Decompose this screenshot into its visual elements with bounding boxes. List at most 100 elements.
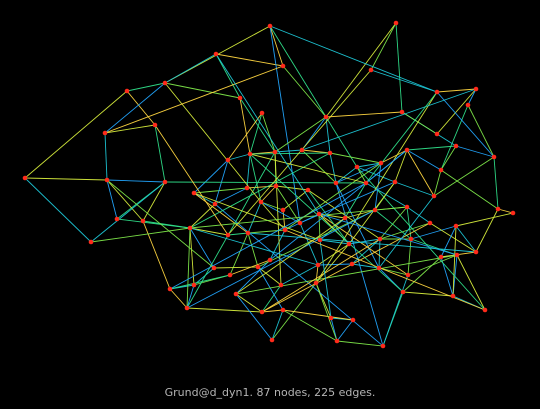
graph-node — [102, 130, 108, 136]
graph-edge — [348, 181, 396, 245]
graph-node — [245, 230, 251, 236]
graph-edge — [227, 232, 249, 236]
graph-edge — [229, 232, 249, 276]
graph-edge — [271, 309, 284, 341]
graph-edge — [169, 274, 231, 290]
graph-edge — [406, 149, 435, 197]
graph-node — [212, 201, 218, 207]
graph-edge — [284, 222, 301, 231]
graph-edge — [186, 227, 191, 309]
graph-node — [187, 225, 193, 231]
graph-node — [327, 150, 333, 156]
graph-edge — [410, 225, 457, 240]
graph-node — [114, 216, 120, 222]
graph-node — [408, 236, 414, 242]
graph-edge — [164, 82, 241, 99]
graph-edge — [344, 182, 367, 219]
graph-node — [453, 223, 459, 229]
graph-node — [427, 220, 433, 226]
graph-edge — [189, 227, 229, 236]
graph-node — [405, 272, 411, 278]
graph-node — [233, 291, 239, 297]
graph-node — [372, 207, 378, 213]
graph-edge — [282, 189, 309, 211]
graph-edge — [189, 152, 331, 229]
graph-node — [438, 167, 444, 173]
graph-edge — [106, 179, 118, 220]
graph-edge — [329, 152, 337, 184]
graph-edge — [215, 53, 284, 67]
graph-edge — [249, 153, 367, 184]
graph-node — [267, 257, 273, 263]
graph-edge — [436, 91, 495, 158]
graph-edge — [269, 25, 327, 118]
graph-edge — [274, 116, 327, 153]
graph-node — [350, 317, 356, 323]
graph-edge — [378, 238, 381, 269]
graph-edge — [455, 212, 514, 227]
graph-node — [482, 307, 488, 313]
graph-edge — [356, 166, 367, 184]
graph-edge — [374, 162, 382, 211]
graph-edge — [164, 82, 262, 203]
graph-edge — [436, 88, 477, 135]
graph-edge — [269, 25, 284, 67]
graph-edge — [315, 282, 338, 342]
graph-edge — [336, 340, 384, 347]
graph-node — [22, 175, 28, 181]
graph-edge — [106, 179, 215, 269]
graph-node — [280, 307, 286, 313]
graph-edge — [90, 227, 191, 243]
graph-edge — [229, 259, 271, 276]
graph-edge — [257, 266, 284, 311]
graph-edge — [395, 22, 403, 113]
graph-node — [162, 179, 168, 185]
graph-edge — [169, 288, 188, 309]
graph-node — [191, 282, 197, 288]
graph-edge — [164, 181, 367, 184]
graph-edge — [260, 201, 284, 211]
graph-edge — [401, 111, 438, 135]
graph-node — [450, 293, 456, 299]
graph-node — [334, 338, 340, 344]
graph-edge — [440, 169, 499, 210]
graph-edge — [227, 112, 263, 161]
graph-edge — [315, 91, 438, 284]
graph-edge — [406, 145, 457, 151]
graph-node — [225, 232, 231, 238]
graph-edge — [455, 145, 495, 158]
graph-edge — [239, 97, 276, 153]
graph-edge — [402, 291, 454, 297]
graph-edge — [301, 149, 331, 154]
graph-edge — [189, 227, 319, 266]
graph-edge — [235, 259, 271, 295]
graph-edge — [493, 156, 499, 210]
graph-edge — [379, 206, 408, 240]
graph-caption: Grund@d_dyn1. 87 nodes, 225 edges. — [164, 386, 376, 399]
graph-edge — [126, 90, 156, 126]
graph-node — [244, 185, 250, 191]
graph-edge — [440, 104, 469, 171]
graph-edge — [351, 263, 380, 269]
graph-node — [438, 254, 444, 260]
graph-edge — [269, 229, 286, 261]
graph-node — [317, 237, 323, 243]
graph-node — [510, 210, 516, 216]
graph-edge — [433, 156, 495, 197]
graph-edge — [433, 169, 442, 197]
graph-edge — [164, 53, 217, 84]
graph-node — [346, 241, 352, 247]
graph-edge — [407, 238, 412, 276]
graph-edge — [356, 162, 382, 168]
graph-edge — [429, 222, 477, 253]
graph-edge — [356, 166, 486, 311]
graph-edge — [370, 22, 397, 71]
graph-edge — [249, 153, 404, 293]
graph-edge — [301, 149, 337, 184]
graph-edge — [325, 22, 397, 118]
graph-edge — [249, 112, 263, 155]
graph-node — [167, 286, 173, 292]
graph-edge — [249, 152, 331, 155]
graph-node — [315, 262, 321, 268]
graph-node — [400, 289, 406, 295]
